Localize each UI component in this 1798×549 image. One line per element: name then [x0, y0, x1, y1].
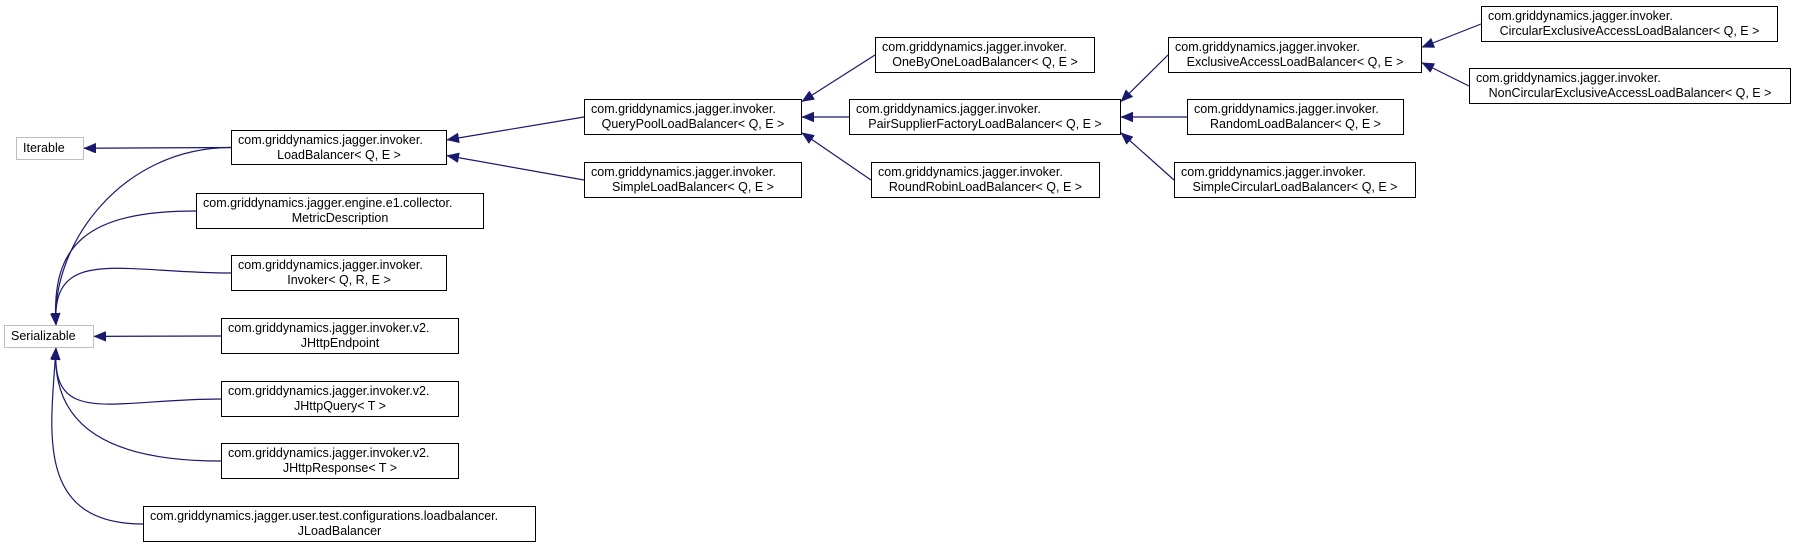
node-class-label: SimpleCircularLoadBalancer< Q, E >: [1192, 180, 1398, 194]
node-class-label: QueryPoolLoadBalancer< Q, E >: [601, 117, 785, 131]
inheritance-edge-load_balancer-to-serializable: [56, 146, 232, 326]
simple-load-balancer-node[interactable]: com.griddynamics.jagger.invoker. SimpleL…: [584, 162, 802, 198]
node-package-label: com.griddynamics.jagger.invoker.: [591, 165, 776, 179]
node-package-label: com.griddynamics.jagger.invoker.v2.: [228, 446, 430, 460]
inheritance-edge-simple_circular_load_balancer-to-pair_supplier_factory_load_balancer: [1121, 132, 1175, 181]
one-by-one-load-balancer-node[interactable]: com.griddynamics.jagger.invoker. OneByOn…: [875, 37, 1095, 73]
node-class-label: PairSupplierFactoryLoadBalancer< Q, E >: [868, 117, 1102, 131]
node-package-label: com.griddynamics.jagger.user.test.config…: [150, 509, 499, 523]
exclusive-access-load-balancer-node[interactable]: com.griddynamics.jagger.invoker. Exclusi…: [1168, 37, 1422, 73]
pair-supplier-factory-load-balancer-node[interactable]: com.griddynamics.jagger.invoker. PairSup…: [849, 99, 1121, 135]
query-pool-load-balancer-node[interactable]: com.griddynamics.jagger.invoker. QueryPo…: [584, 99, 802, 135]
node-class-label: RandomLoadBalancer< Q, E >: [1210, 117, 1381, 131]
inheritance-edge-invoker-to-serializable: [56, 267, 232, 325]
jhttp-endpoint-node[interactable]: com.griddynamics.jagger.invoker.v2. JHtt…: [221, 318, 459, 354]
inheritance-edges: [52, 23, 1482, 525]
invoker-node[interactable]: com.griddynamics.jagger.invoker. Invoker…: [231, 255, 447, 291]
inheritance-edge-metric_description-to-serializable: [56, 210, 197, 325]
node-package-label: com.griddynamics.jagger.invoker.: [856, 102, 1041, 116]
node-package-label: com.griddynamics.jagger.invoker.: [238, 258, 423, 272]
node-package-label: com.griddynamics.jagger.invoker.: [1194, 102, 1379, 116]
node-package-label: com.griddynamics.jagger.invoker.: [878, 165, 1063, 179]
node-package-label: com.griddynamics.jagger.invoker.: [238, 132, 423, 147]
non-circular-exclusive-access-load-balancer-node[interactable]: com.griddynamics.jagger.invoker. NonCirc…: [1469, 68, 1791, 104]
node-class-label: Invoker< Q, R, E >: [287, 273, 391, 287]
node-package-label: com.griddynamics.jagger.invoker.: [1488, 9, 1673, 23]
inheritance-edge-one_by_one_load_balancer-to-query_pool_load_balancer: [802, 54, 876, 103]
node-package-label: com.griddynamics.jagger.invoker.v2.: [228, 384, 430, 398]
jload-balancer-node[interactable]: com.griddynamics.jagger.user.test.config…: [143, 506, 536, 542]
node-class-label: SimpleLoadBalancer< Q, E >: [612, 180, 774, 194]
inheritance-edge-round_robin_load_balancer-to-query_pool_load_balancer: [802, 132, 872, 181]
node-package-label: com.griddynamics.jagger.invoker.: [882, 40, 1067, 54]
load-balancer-node[interactable]: com.griddynamics.jagger.invoker. LoadBal…: [231, 130, 447, 165]
node-class-label: CircularExclusiveAccessLoadBalancer< Q, …: [1499, 24, 1760, 38]
node-class-label: ExclusiveAccessLoadBalancer< Q, E >: [1186, 55, 1404, 69]
node-class-label: JHttpEndpoint: [300, 336, 380, 350]
jhttp-query-node[interactable]: com.griddynamics.jagger.invoker.v2. JHtt…: [221, 381, 459, 417]
inheritance-edge-simple_load_balancer-to-load_balancer: [447, 156, 585, 181]
node-package-label: com.griddynamics.jagger.invoker.: [1476, 71, 1661, 85]
simple-circular-load-balancer-node[interactable]: com.griddynamics.jagger.invoker. SimpleC…: [1174, 162, 1416, 198]
node-label: Iterable: [23, 141, 65, 155]
inheritance-edge-load_balancer-to-iterable: [84, 148, 232, 149]
random-load-balancer-node[interactable]: com.griddynamics.jagger.invoker. RandomL…: [1187, 99, 1404, 135]
serializable-node[interactable]: Serializable: [4, 325, 94, 348]
node-package-label: com.griddynamics.jagger.invoker.v2.: [228, 321, 430, 335]
iterable-node[interactable]: Iterable: [16, 137, 84, 160]
metric-description-node[interactable]: com.griddynamics.jagger.engine.e1.collec…: [196, 193, 484, 229]
node-class-label: LoadBalancer< Q, E >: [277, 147, 401, 162]
jhttp-response-node[interactable]: com.griddynamics.jagger.invoker.v2. JHtt…: [221, 443, 459, 479]
node-package-label: com.griddynamics.jagger.invoker.: [1181, 165, 1366, 179]
circular-exclusive-access-load-balancer-node[interactable]: com.griddynamics.jagger.invoker. Circula…: [1481, 6, 1778, 42]
node-class-label: MetricDescription: [291, 211, 389, 225]
inheritance-edge-circular_exclusive_access_load_balancer-to-exclusive_access_load_balancer: [1422, 23, 1482, 48]
inheritance-edge-exclusive_access_load_balancer-to-pair_supplier_factory_load_balancer: [1121, 54, 1169, 102]
node-package-label: com.griddynamics.jagger.invoker.: [591, 102, 776, 116]
inheritance-edge-jload_balancer-to-serializable: [52, 348, 144, 525]
round-robin-load-balancer-node[interactable]: com.griddynamics.jagger.invoker. RoundRo…: [871, 162, 1100, 198]
node-label: Serializable: [11, 329, 76, 343]
inheritance-edge-non_circular_exclusive_access_load_balancer-to-exclusive_access_load_balancer: [1422, 62, 1470, 87]
node-class-label: NonCircularExclusiveAccessLoadBalancer< …: [1488, 86, 1772, 100]
node-class-label: OneByOneLoadBalancer< Q, E >: [892, 55, 1078, 69]
node-class-label: JHttpQuery< T >: [294, 399, 386, 413]
node-class-label: RoundRobinLoadBalancer< Q, E >: [888, 180, 1083, 194]
inheritance-edge-jhttp_query-to-serializable: [56, 348, 222, 405]
inheritance-edge-query_pool_load_balancer-to-load_balancer: [447, 116, 585, 140]
node-class-label: JLoadBalancer: [297, 524, 382, 538]
node-package-label: com.griddynamics.jagger.engine.e1.collec…: [203, 196, 453, 210]
node-package-label: com.griddynamics.jagger.invoker.: [1175, 40, 1360, 54]
inheritance-edge-jhttp_response-to-serializable: [56, 348, 222, 462]
node-class-label: JHttpResponse< T >: [282, 461, 398, 475]
